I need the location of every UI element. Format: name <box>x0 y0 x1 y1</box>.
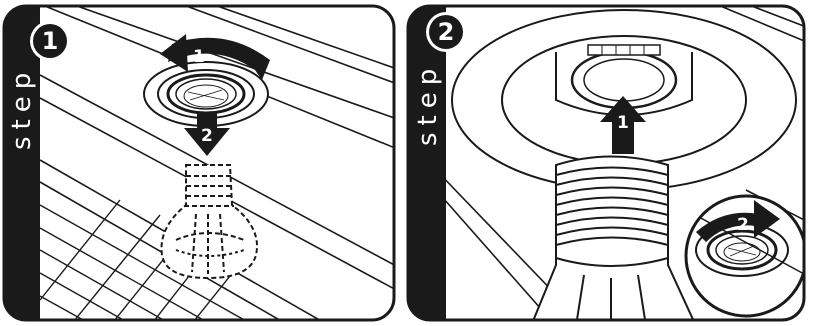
arrow-2-label: 2 <box>737 215 749 235</box>
step-number: 2 <box>438 18 455 46</box>
step-label: step <box>413 62 443 146</box>
step-number-badge: 2 <box>426 12 466 52</box>
step-1-illustration: 1 2 step 1 <box>0 0 400 326</box>
step-number-badge: 1 <box>30 21 70 61</box>
step-2-illustration: 1 2 step 2 <box>406 0 814 326</box>
inset-detail: 2 <box>686 196 806 316</box>
arrow-1-label: 1 <box>193 47 205 67</box>
step-2-panel: 1 2 step 2 <box>406 0 814 326</box>
step-number: 1 <box>42 27 59 55</box>
arrow-1-label: 1 <box>617 113 629 133</box>
step-label: step <box>7 66 37 150</box>
arrow-2-label: 2 <box>201 126 213 146</box>
step-1-panel: 1 2 step 1 <box>0 0 400 326</box>
